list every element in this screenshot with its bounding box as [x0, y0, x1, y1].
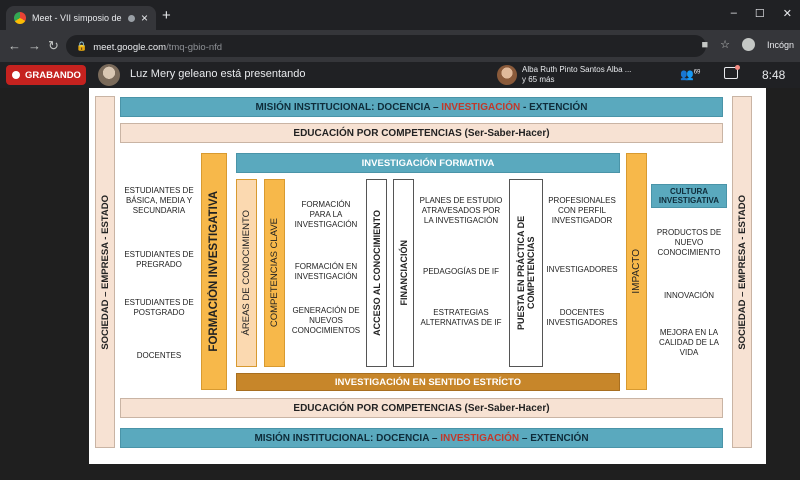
address-bar-row: ← → ↻ 🔒 meet.google.com/tmq-gbio-nfd ■ ☆…	[0, 30, 800, 62]
bottom-shadow	[0, 464, 800, 480]
productos-conocimiento-label: PRODUCTOS DE NUEVO CONOCIMIENTO	[656, 228, 722, 257]
chat-icon[interactable]	[724, 67, 738, 79]
estrategias-if-label: ESTRATEGIAS ALTERNATIVAS DE IF	[420, 308, 502, 327]
url-host: meet.google.com	[93, 42, 167, 53]
tab-close-icon[interactable]: ×	[140, 11, 148, 25]
meeting-clock: 8:48	[762, 68, 786, 82]
chrome-favicon-icon	[14, 12, 26, 24]
students-postgrado-label: ESTUDIANTES DE POSTGRADO	[124, 298, 194, 317]
participant-summary[interactable]: Alba Ruth Pinto Santos Alba ... y 65 más	[522, 65, 631, 85]
presenting-text: Luz Mery geleano está presentando	[130, 68, 306, 80]
new-tab-button[interactable]: +	[162, 7, 171, 24]
areas-conocimiento-label: ÁREAS DE CONOCIMIENTO	[241, 210, 252, 336]
window-close-icon[interactable]: ✕	[782, 8, 792, 20]
star-icon[interactable]: ☆	[720, 39, 730, 51]
competencias-clave-label: COMPETENCIAS CLAVE	[269, 218, 280, 328]
mejora-calidad-vida-label: MEJORA EN LA CALIDAD DE LA VIDA	[658, 328, 720, 357]
side-left-panel: SOCIEDAD – EMPRESA - ESTADO	[95, 96, 115, 448]
investigadores-label: INVESTIGADORES	[546, 265, 618, 274]
participant-more-line: y 65 más	[522, 75, 555, 84]
recording-dot-icon	[12, 71, 20, 79]
back-icon[interactable]: ←	[8, 38, 21, 53]
competencies-top-banner: EDUCACIÓN POR COMPETENCIAS (Ser-Saber-Ha…	[120, 123, 723, 143]
competencies-bottom-banner: EDUCACIÓN POR COMPETENCIAS (Ser-Saber-Ha…	[120, 398, 723, 418]
window-controls: – ☐ ✕	[731, 7, 792, 20]
mission-top-highlight: INVESTIGACIÓN	[441, 101, 521, 113]
financiacion-bar: FINANCIACIÓN	[393, 179, 414, 367]
innovacion-label: INNOVACIÓN	[663, 291, 715, 300]
docentes-investigadores-label: DOCENTES INVESTIGADORES	[546, 308, 618, 327]
camera-icon[interactable]: ■	[701, 38, 709, 51]
address-bar-actions: ■ ☆ Incógn	[701, 38, 794, 51]
puesta-practica-bar: PUESTA EN PRÁCTICA DE COMPETENCIAS	[509, 179, 543, 367]
reload-icon[interactable]: ↻	[48, 38, 59, 53]
side-left-label: SOCIEDAD – EMPRESA - ESTADO	[99, 194, 111, 350]
puesta-practica-label: PUESTA EN PRÁCTICA DE COMPETENCIAS	[516, 215, 536, 331]
participant-name-line: Alba Ruth Pinto Santos Alba ...	[522, 65, 632, 74]
formacion-investigativa-bar: FORMACIÓN INVESTIGATIVA	[201, 153, 227, 390]
participant-avatar[interactable]	[497, 65, 517, 85]
formacion-investigativa-label: FORMACIÓN INVESTIGATIVA	[208, 191, 220, 352]
maximize-icon[interactable]: ☐	[754, 8, 765, 20]
incognito-label[interactable]: Incógn	[766, 39, 794, 50]
mission-top-banner: MISIÓN INSTITUCIONAL: DOCENCIA – INVESTI…	[120, 97, 723, 117]
financiacion-label: FINANCIACIÓN	[398, 240, 409, 306]
url-path: /tmq-gbio-nfd	[166, 42, 223, 53]
planes-estudio-label: PLANES DE ESTUDIO ATRAVESADOS POR LA INV…	[419, 196, 503, 225]
recording-label: GRABANDO	[25, 69, 81, 81]
formacion-para-investigacion-label: FORMACIÓN PARA LA INVESTIGACIÓN	[294, 200, 358, 229]
lock-icon: 🔒	[76, 40, 88, 51]
people-icon[interactable]: 👥69	[680, 69, 701, 81]
forward-icon[interactable]: →	[28, 38, 41, 53]
side-right-label: SOCIEDAD – EMPRESA - ESTADO	[736, 194, 748, 350]
formacion-en-investigacion-label: FORMACIÓN EN INVESTIGACIÓN	[294, 262, 358, 281]
investigacion-formativa-band: INVESTIGACIÓN FORMATIVA	[236, 153, 620, 173]
recording-badge[interactable]: GRABANDO	[6, 65, 86, 85]
mission-bottom-prefix: MISIÓN INSTITUCIONAL: DOCENCIA –	[254, 432, 441, 444]
meet-top-bar: GRABANDO Luz Mery geleano está presentan…	[0, 62, 800, 88]
areas-conocimiento-bar: ÁREAS DE CONOCIMIENTO	[236, 179, 257, 367]
competencias-clave-bar: COMPETENCIAS CLAVE	[264, 179, 285, 367]
minimize-icon[interactable]: –	[730, 7, 737, 19]
acceso-conocimiento-bar: ACCESO AL CONOCIMIENTO	[366, 179, 387, 367]
tab-title: Meet - VII simposio de inve	[32, 13, 122, 23]
shared-slide: MISIÓN INSTITUCIONAL: DOCENCIA – INVESTI…	[89, 88, 766, 464]
url-text: meet.google.com/tmq-gbio-nfd	[93, 37, 222, 55]
cultura-investigativa-box: CULTURA INVESTIGATIVA	[651, 184, 727, 208]
profile-avatar-icon[interactable]	[741, 38, 755, 51]
url-field[interactable]: 🔒 meet.google.com/tmq-gbio-nfd	[66, 35, 706, 57]
tab-recording-icon	[127, 14, 135, 22]
people-count: 69	[693, 69, 701, 76]
mission-top-prefix: MISIÓN INSTITUCIONAL: DOCENCIA –	[255, 101, 442, 113]
impacto-label: IMPACTO	[631, 249, 642, 294]
side-right-panel: SOCIEDAD – EMPRESA - ESTADO	[732, 96, 752, 448]
students-basica-label: ESTUDIANTES DE BÁSICA, MEDIA Y SECUNDARI…	[124, 186, 194, 215]
students-pregrado-label: ESTUDIANTES DE PREGRADO	[124, 250, 194, 269]
mission-bottom-highlight: INVESTIGACIÓN	[440, 432, 520, 444]
browser-tab-bar: Meet - VII simposio de inve × + – ☐ ✕	[0, 0, 800, 30]
browser-tab[interactable]: Meet - VII simposio de inve ×	[6, 6, 156, 30]
mission-bottom-banner: MISIÓN INSTITUCIONAL: DOCENCIA – INVESTI…	[120, 428, 723, 448]
acceso-conocimiento-label: ACCESO AL CONOCIMIENTO	[371, 210, 382, 336]
presenter-avatar	[98, 64, 120, 86]
chat-notification-dot	[735, 65, 740, 70]
mission-bottom-suffix: – EXTENCIÓN	[519, 432, 589, 444]
impacto-bar: IMPACTO	[626, 153, 647, 390]
generacion-conocimientos-label: GENERACIÓN DE NUEVOS CONOCIMIENTOS	[291, 306, 361, 335]
docentes-label: DOCENTES	[136, 351, 182, 360]
profesionales-label: PROFESIONALES CON PERFIL INVESTIGADOR	[548, 196, 616, 225]
investigacion-estricto-band: INVESTIGACIÓN EN SENTIDO ESTRÍCTO	[236, 373, 620, 391]
pedagogias-if-label: PEDAGOGÍAS DE IF	[422, 267, 499, 276]
mission-top-suffix: - EXTENCIÓN	[520, 101, 588, 113]
